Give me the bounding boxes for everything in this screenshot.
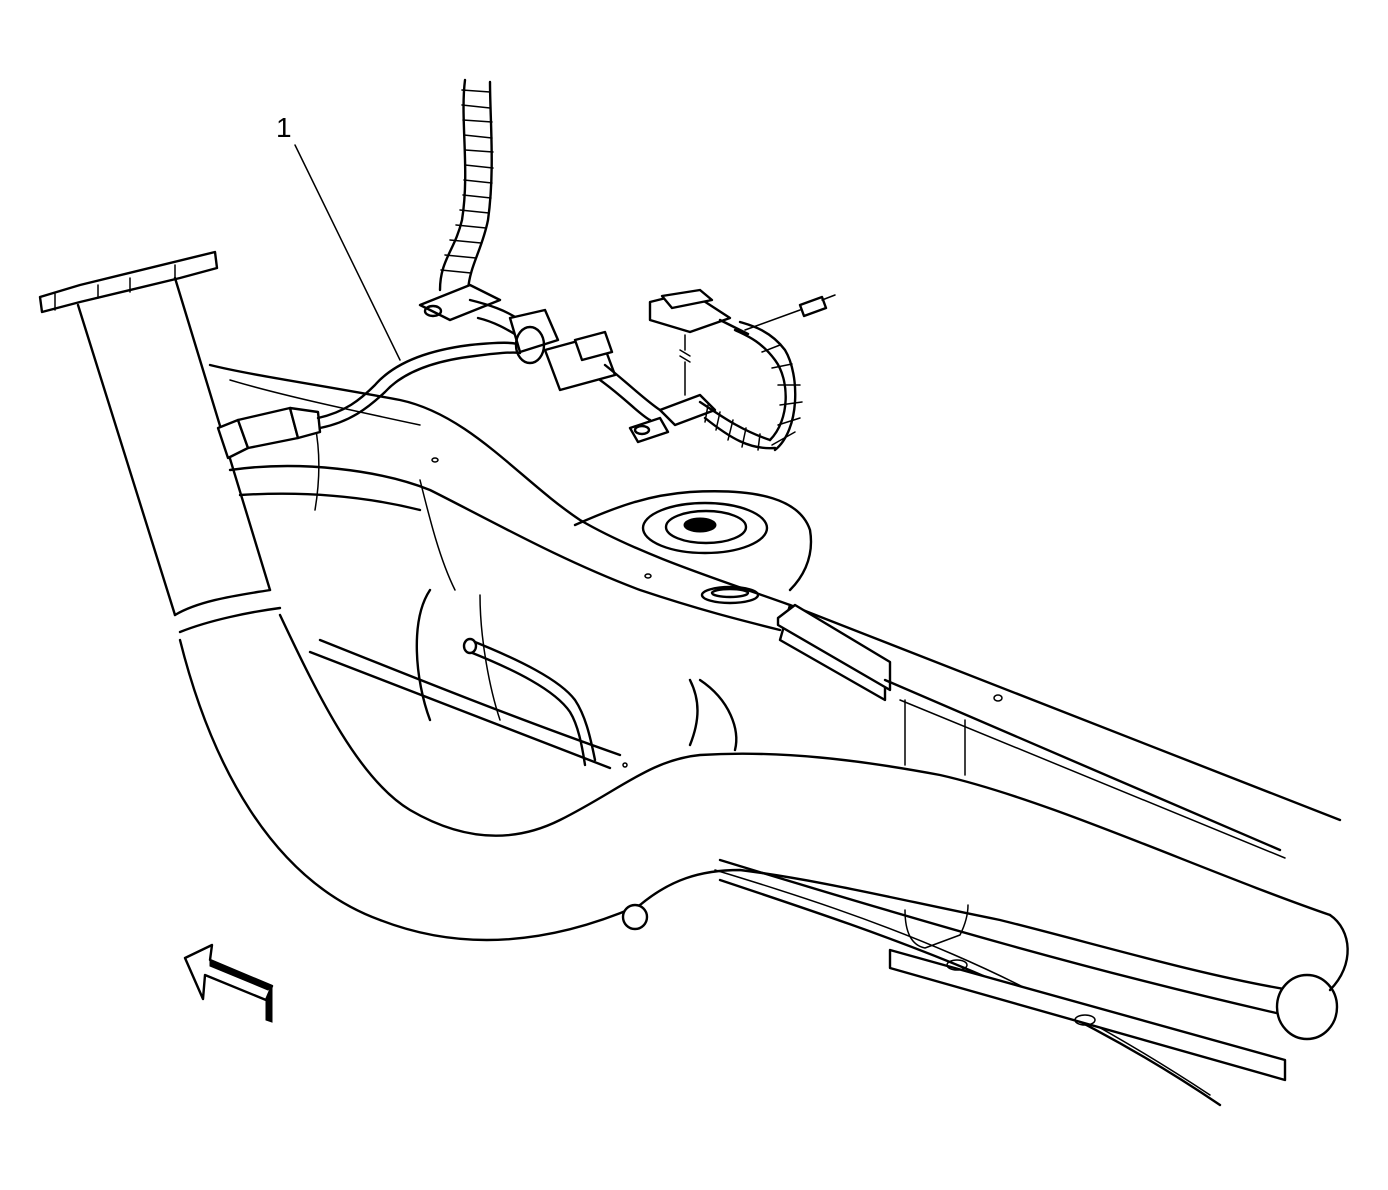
callout-leader-1: [294, 144, 401, 361]
exhaust-pipe: [38, 250, 1349, 1041]
frame-crossmember: [208, 363, 1342, 859]
fuel-tank: [573, 490, 813, 605]
front-direction-arrow-icon: [183, 943, 274, 1023]
wiring-harness: [418, 78, 836, 452]
oxygen-sensor: [216, 341, 522, 460]
brake-line: [308, 637, 622, 770]
callout-number-1: 1: [276, 112, 292, 143]
frame-rail: [714, 858, 1332, 1107]
